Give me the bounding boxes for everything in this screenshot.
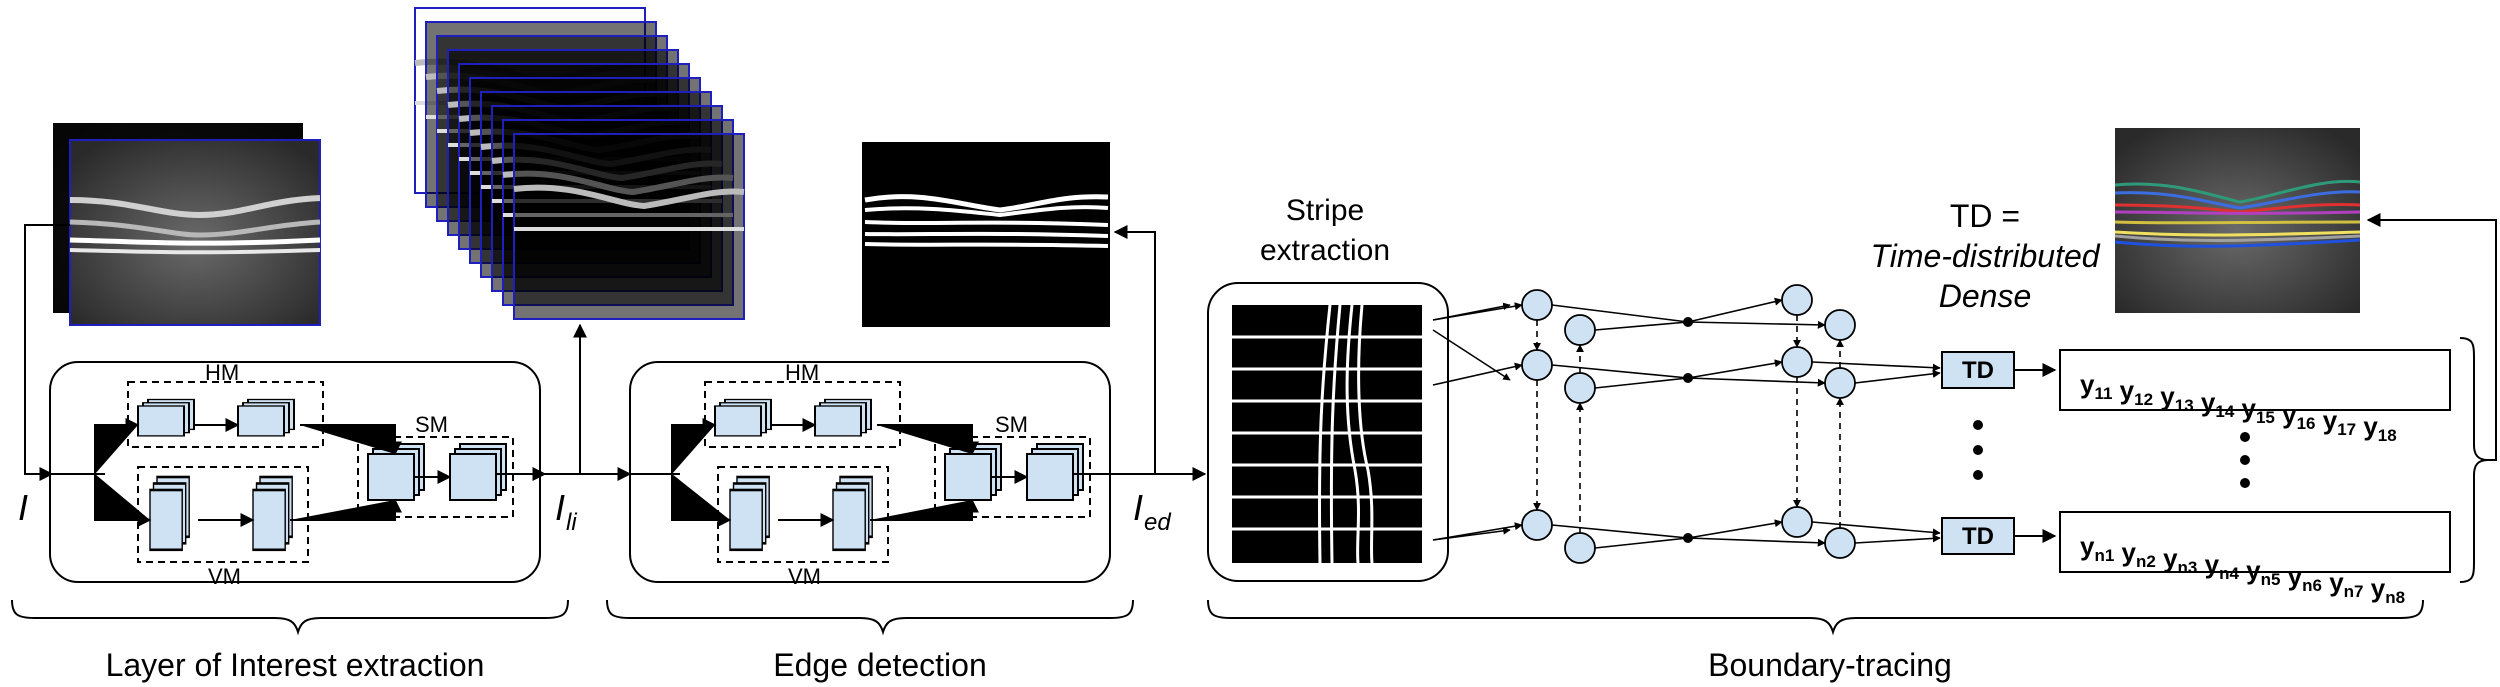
output-brace (2459, 337, 2489, 583)
sm-label-1: SM (415, 412, 448, 437)
vm-label-1: VM (208, 564, 241, 589)
y-symbol: y (2153, 381, 2175, 411)
rnn-node (1521, 289, 1553, 321)
output-row-2-box (2059, 511, 2451, 573)
rnn-node (1521, 509, 1553, 541)
output-ed-main: I (1133, 487, 1143, 528)
y-subscript: 12 (2134, 390, 2153, 409)
rnn-node (1564, 532, 1596, 564)
y-subscript: n8 (2385, 588, 2405, 607)
input-symbol: I (18, 487, 28, 528)
rnn-node (1781, 284, 1813, 316)
hm-label-1: HM (205, 360, 239, 385)
layer-map-frame (513, 133, 745, 320)
module-edge-detection: HM SM VM (629, 360, 1115, 589)
rnn-node (1781, 506, 1813, 538)
section-label-2: Edge detection (773, 647, 987, 683)
y-subscript: n3 (2178, 558, 2198, 577)
y-subscript: n7 (2344, 582, 2364, 601)
rnn-node (1521, 349, 1553, 381)
y-symbol: y (2234, 393, 2256, 423)
output-row-2: yn1 yn2 yn3 yn4 yn5 yn6 yn7 yn8 (2080, 531, 2405, 607)
rnn-node (1824, 367, 1856, 399)
hm-label-2: HM (785, 360, 819, 385)
stripe-title-line1: Stripe (1286, 194, 1364, 227)
y-symbol: y (2156, 543, 2178, 573)
td-ellipsis (1973, 420, 1983, 480)
y-subscript: 11 (2094, 384, 2112, 403)
y-subscript: n5 (2261, 570, 2281, 589)
y-subscript: n1 (2094, 546, 2114, 565)
layer-map-stack (414, 7, 745, 320)
y-symbol: y (2197, 549, 2219, 579)
y-subscript: 18 (2378, 426, 2397, 445)
y-subscript: n2 (2136, 552, 2156, 571)
y-symbol: y (2356, 411, 2378, 441)
output-feedback-arrow (2366, 213, 2497, 461)
y-symbol: y (2239, 555, 2261, 585)
td-note-line3: Dense (1939, 278, 2032, 314)
rnn-node (1781, 346, 1813, 378)
output-li-sub: li (566, 509, 577, 536)
y-symbol: y (2080, 369, 2095, 399)
edge-map-image (862, 142, 1110, 327)
y-subscript: n4 (2219, 564, 2239, 583)
y-subscript: 17 (2337, 420, 2356, 439)
y-symbol: y (2280, 561, 2302, 591)
rnn-node (1824, 527, 1856, 559)
y-symbol: y (2114, 537, 2136, 567)
section-label-3: Boundary-tracing (1708, 647, 1952, 683)
section-brackets (11, 599, 2424, 636)
stripe-extraction-box (1207, 282, 1449, 582)
y-subscript: n6 (2302, 576, 2322, 595)
y-symbol: y (2275, 399, 2297, 429)
sm-label-2: SM (995, 412, 1028, 437)
input-arrow (24, 224, 70, 481)
y-subscript: 15 (2256, 408, 2275, 427)
td-note-line1: TD = (1950, 198, 2020, 234)
y-subscript: 14 (2215, 402, 2234, 421)
section-label-1: Layer of Interest extraction (106, 647, 485, 683)
y-subscript: 16 (2297, 414, 2316, 433)
td-box-2-label: TD (1962, 523, 1994, 550)
output-row-1: y11 y12 y13 y14 y15 y16 y17 y18 (2080, 369, 2397, 445)
output-row-1-box (2059, 349, 2451, 411)
y-symbol: y (2322, 567, 2344, 597)
y-symbol: y (2364, 573, 2386, 603)
stripe-title-line2: extraction (1260, 234, 1390, 267)
y-symbol: y (2112, 375, 2134, 405)
rnn-node (1824, 309, 1856, 341)
td-box-1 (1941, 351, 2015, 389)
td-box-2 (1941, 517, 2015, 555)
module-layer-extraction: HM SM VM (35, 360, 547, 589)
edge-feedback-arrow (1113, 225, 1156, 474)
rnn-node (1564, 372, 1596, 404)
input-oct-image (53, 123, 321, 326)
output-segmentation-image (2114, 128, 2361, 313)
y-symbol: y (2194, 387, 2216, 417)
rnn-node (1564, 314, 1596, 346)
y-symbol: y (2080, 531, 2095, 561)
output-li-main: I (555, 487, 565, 528)
output-ed-sub: ed (1144, 509, 1171, 536)
y-symbol: y (2316, 405, 2338, 435)
vm-label-2: VM (788, 564, 821, 589)
td-box-1-label: TD (1962, 357, 1994, 384)
recurrent-network (1432, 284, 1941, 564)
output-ellipsis (2240, 432, 2250, 488)
td-note-line2: Time-distributed (1870, 238, 2100, 274)
y-subscript: 13 (2175, 396, 2194, 415)
